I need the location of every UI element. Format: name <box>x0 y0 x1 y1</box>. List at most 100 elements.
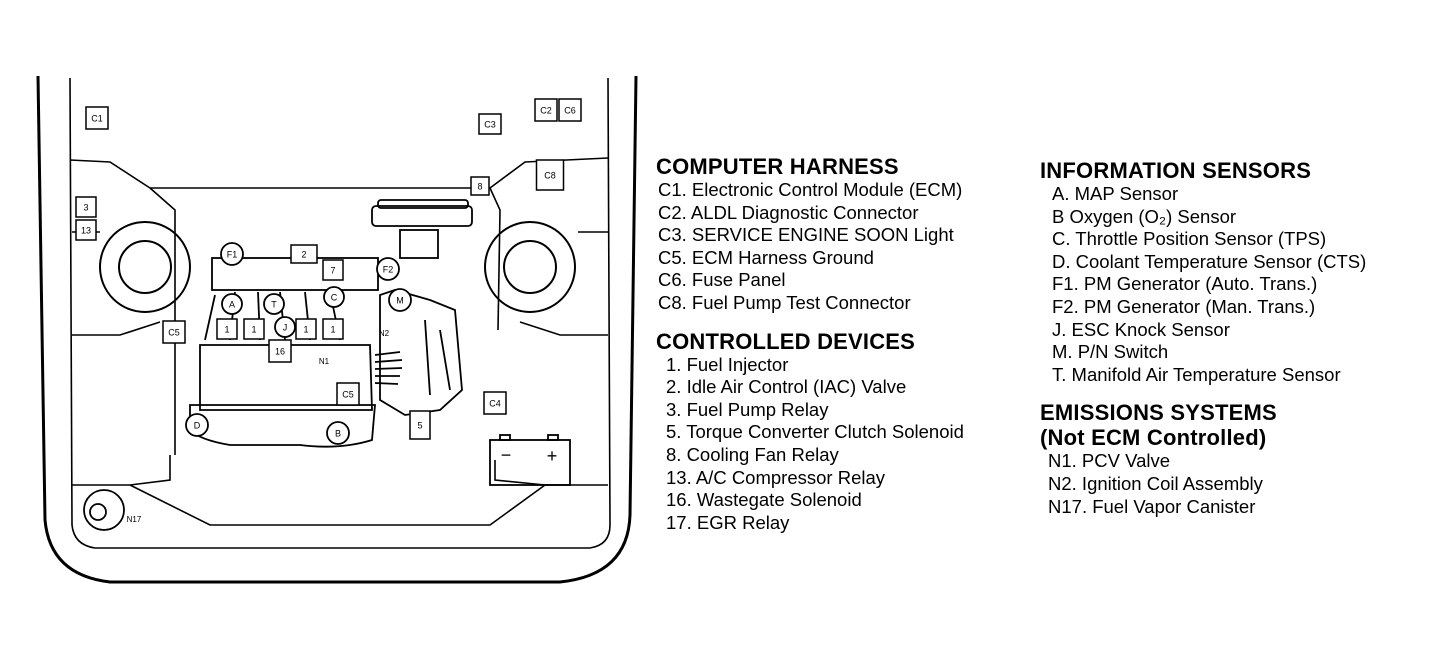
sensor-tag: M <box>396 296 404 306</box>
controlled-devices-item: 5. Torque Converter Clutch Solenoid <box>666 421 964 443</box>
emissions-systems-heading: EMISSIONS SYSTEMS <box>1040 400 1277 426</box>
right-wheel-hub <box>503 240 557 294</box>
emission-tag: N2 <box>379 329 390 338</box>
right-shock-tower <box>519 231 608 336</box>
connector-box <box>85 106 109 130</box>
sensor-tag: D <box>194 421 201 431</box>
connector-tag: C6 <box>564 106 576 116</box>
information-sensors-item: M. P/N Switch <box>1052 341 1169 363</box>
battery-post-left <box>499 434 511 441</box>
connector-tag: C3 <box>484 120 496 130</box>
emission-tag: N1 <box>319 357 330 366</box>
connector-tag: C1 <box>91 114 103 124</box>
sensor-callout-circle <box>323 286 345 308</box>
device-tag: 1 <box>330 325 335 335</box>
sensor-callout-circle <box>376 257 400 281</box>
device-tag: 16 <box>275 347 285 357</box>
device-box <box>322 259 344 281</box>
connector-tag: C2 <box>540 106 552 116</box>
transaxle-detail <box>424 319 451 396</box>
sensor-callout-circle <box>388 288 412 312</box>
information-sensors-item: A. MAP Sensor <box>1052 183 1179 204</box>
body-outline <box>36 75 638 584</box>
information-sensors-item: T. Manifold Air Temperature Sensor <box>1052 363 1341 385</box>
callout-circles <box>185 242 412 445</box>
information-sensors-item: J. ESC Knock Sensor <box>1052 318 1230 340</box>
device-tag: 3 <box>83 203 88 213</box>
sensor-tag: F2 <box>383 265 394 275</box>
ignition-coil-fins <box>374 351 403 385</box>
sensor-callout-circle <box>326 421 350 445</box>
device-tag: 8 <box>477 182 482 192</box>
inner-panel <box>69 77 611 549</box>
computer-harness-heading: COMPUTER HARNESS <box>656 154 899 179</box>
connector-tag: C5 <box>168 328 180 338</box>
right-wheel <box>484 221 576 313</box>
sensor-tag: B <box>335 429 341 439</box>
information-sensors-item: D. Coolant Temperature Sensor (CTS) <box>1052 250 1367 272</box>
connector-tag: C5 <box>342 390 354 400</box>
device-tag: 1 <box>303 325 308 335</box>
cowl-line <box>69 157 609 189</box>
device-tag: 7 <box>330 266 335 276</box>
device-tag: 1 <box>224 325 229 335</box>
computer-harness-item: C8. Fuel Pump Test Connector <box>658 291 911 313</box>
connector-tag: C8 <box>544 171 556 181</box>
sensor-callout-circle <box>185 413 209 437</box>
legend-left-column: COMPUTER HARNESS C1. Electronic Control … <box>656 154 964 534</box>
device-tag: 13 <box>81 226 91 236</box>
battery-positive: + <box>547 446 558 466</box>
computer-harness-item: C1. Electronic Control Module (ECM) <box>658 179 963 200</box>
device-box <box>322 318 344 340</box>
left-wheel-hub <box>118 240 172 294</box>
connector-box <box>535 159 565 191</box>
emissions-systems-item: N2. Ignition Coil Assembly <box>1048 472 1263 494</box>
controlled-devices-item: 1. Fuel Injector <box>666 353 789 375</box>
engine-frame <box>149 187 501 455</box>
controlled-devices-item: 8. Cooling Fan Relay <box>666 443 839 465</box>
engine-block <box>199 344 373 411</box>
connector-box <box>558 98 582 122</box>
information-sensors-item: B Oxygen (O₂) Sensor <box>1052 205 1237 227</box>
emission-tag: N17 <box>127 515 142 524</box>
sensor-tag: T <box>271 300 277 310</box>
device-box <box>470 176 490 196</box>
connector-box <box>534 98 558 122</box>
computer-harness-item: C3. SERVICE ENGINE SOON Light <box>658 224 954 246</box>
battery <box>489 439 571 486</box>
lower-apron <box>72 455 608 526</box>
device-box <box>75 219 97 241</box>
sensor-tag: A <box>229 300 235 310</box>
computer-harness-item: C2. ALDL Diagnostic Connector <box>658 201 919 223</box>
device-tag: 5 <box>417 421 422 431</box>
controlled-devices-list: 1. Fuel Injector 2. Idle Air Control (IA… <box>656 354 964 535</box>
connector-box <box>483 391 507 415</box>
sensor-callout-circle <box>221 293 243 315</box>
connector-box <box>162 320 186 344</box>
battery-negative: − <box>501 445 512 465</box>
left-shock-tower <box>72 231 161 336</box>
sensor-callout-circle <box>263 293 285 315</box>
device-box <box>409 410 431 440</box>
controlled-devices-heading: CONTROLLED DEVICES <box>656 328 916 354</box>
device-box <box>268 339 292 363</box>
air-cleaner <box>371 205 473 227</box>
emissions-systems-item: N1. PCV Valve <box>1048 450 1171 472</box>
information-sensors-heading: INFORMATION SENSORS <box>1040 158 1312 183</box>
sensor-tag: F1 <box>227 250 238 260</box>
device-box <box>290 244 318 264</box>
connector-box <box>478 113 502 135</box>
emissions-systems-item: N17. Fuel Vapor Canister <box>1048 495 1256 517</box>
computer-harness-list: C1. Electronic Control Module (ECM)C2. A… <box>656 179 964 315</box>
information-sensors-item: F2. PM Generator (Man. Trans.) <box>1052 295 1316 317</box>
sensor-tag: C <box>331 293 338 303</box>
manifold-runners <box>204 291 341 341</box>
device-box <box>75 196 97 218</box>
vapor-canister <box>83 489 125 531</box>
device-tag: 2 <box>301 250 306 260</box>
information-sensors-item: C. Throttle Position Sensor (TPS) <box>1052 228 1327 250</box>
